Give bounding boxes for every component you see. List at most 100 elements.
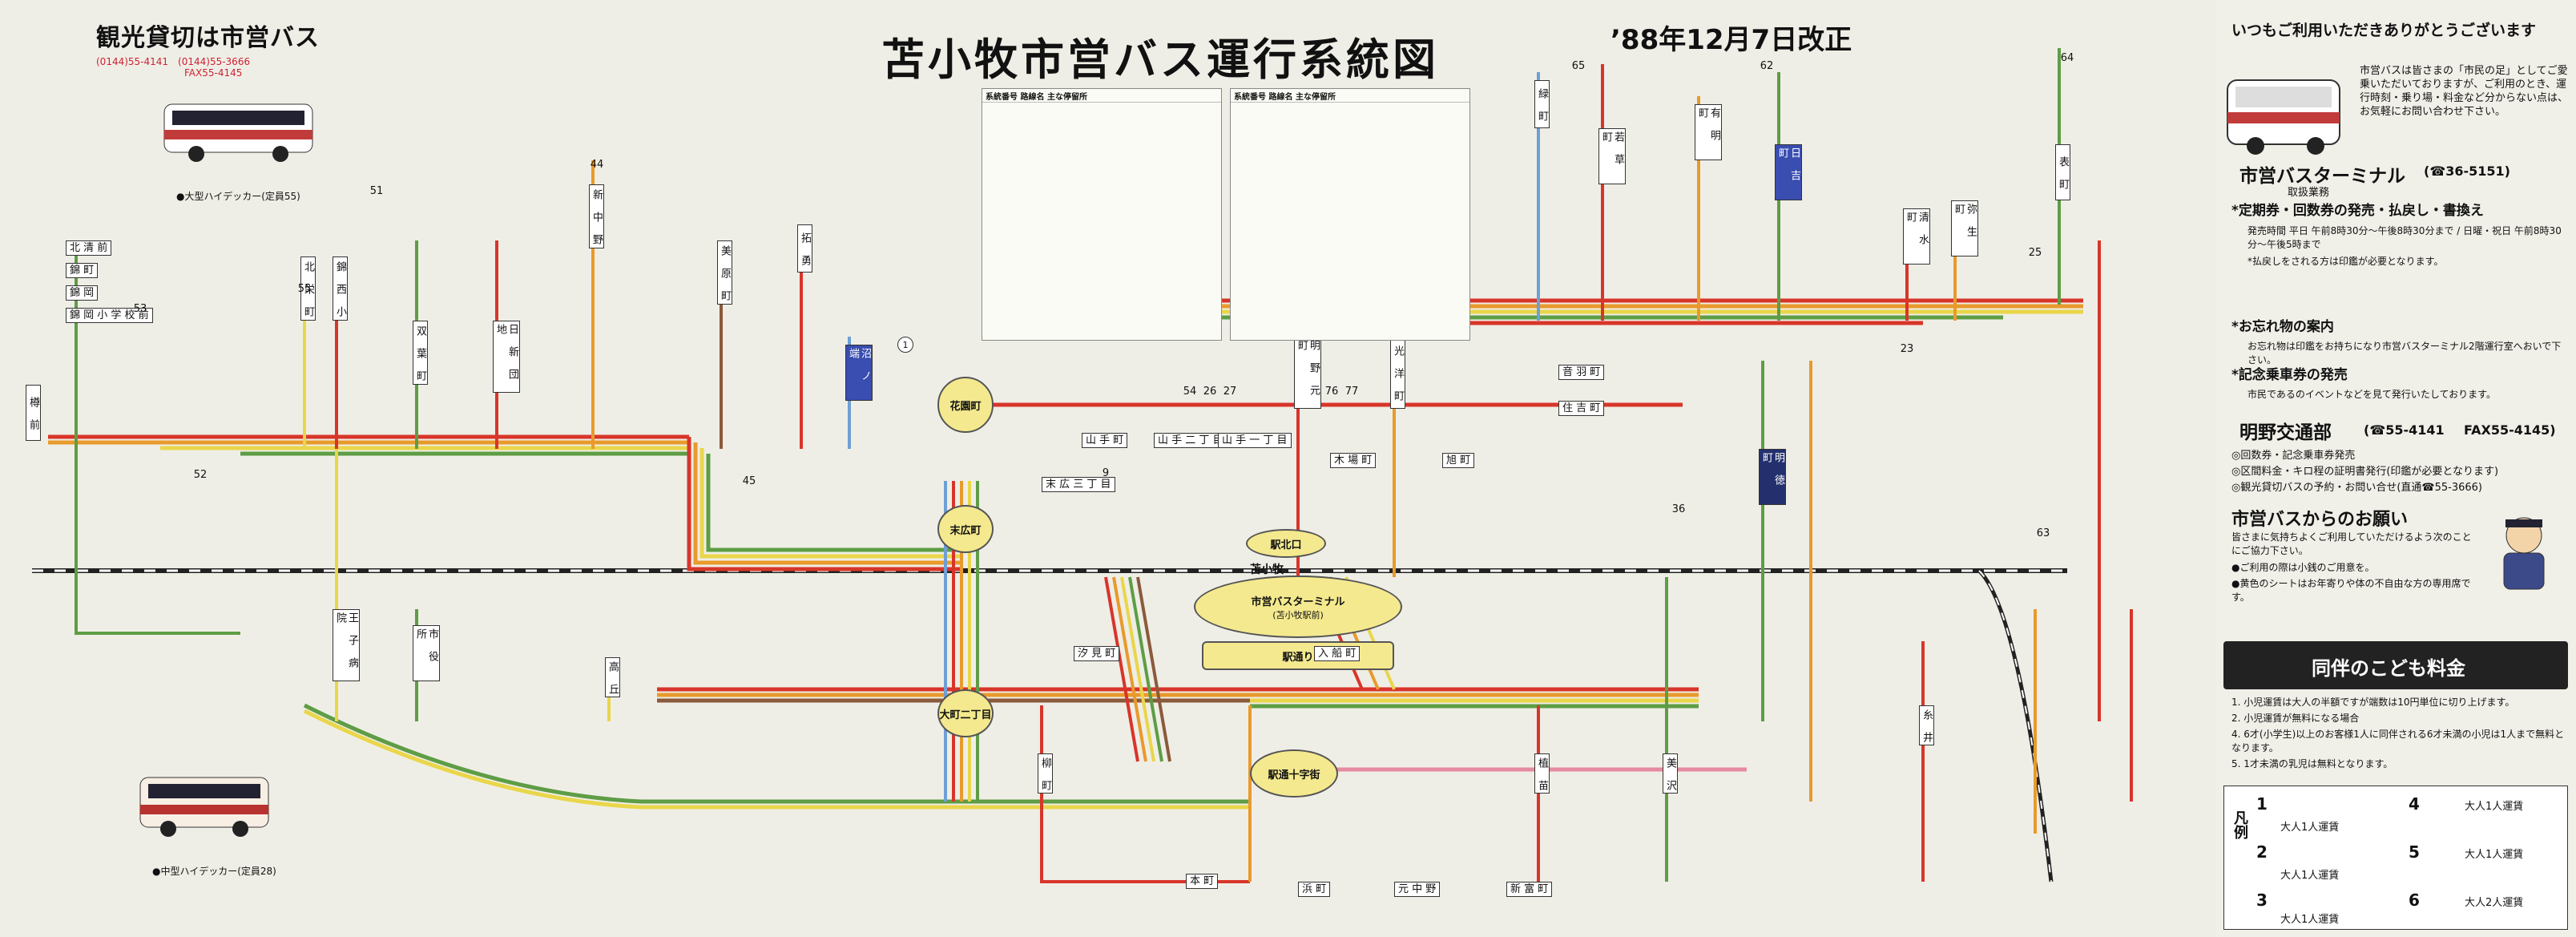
stop-a1[interactable]: 北 清 前: [66, 240, 112, 256]
stop-a23[interactable]: 王 子 病 院: [333, 609, 360, 681]
legend-num: 5: [2409, 842, 2420, 862]
route-number: 63: [2036, 527, 2050, 539]
stop-a41[interactable]: 本 町: [1186, 874, 1219, 889]
corridor-lower: [303, 687, 1747, 810]
route-number: 1: [897, 337, 913, 353]
legend-num: 1: [2256, 794, 2268, 814]
request-text: 皆さまに気持ちよくご利用していただけるよう次のことにご協力下さい。: [2231, 531, 2472, 556]
stop-a10[interactable]: 新 中 野: [589, 184, 604, 248]
stop-a36[interactable]: 旭 町: [1442, 453, 1475, 468]
terminal-heading: 市営バスターミナル: [2239, 166, 2405, 187]
service-item-2: *お忘れ物の案内: [2231, 319, 2334, 335]
route-number: 9: [1102, 466, 1110, 479]
stop-a11[interactable]: 美 原 町: [717, 240, 732, 305]
legend-num: 4: [2409, 794, 2420, 814]
legend-label: 凡例: [2231, 810, 2248, 839]
legend-text: 大人1人運賃: [2465, 801, 2524, 813]
service-item-3-detail: 市民であるのイベントなどを見て発行いたしております。: [2247, 389, 2496, 400]
stop-a20[interactable]: 清 水 町: [1903, 208, 1930, 265]
stop-a14[interactable]: 明 野 元 町: [1294, 337, 1321, 409]
hub-ekidori: 駅通り: [1202, 641, 1394, 670]
greeting: いつもご利用いただきありがとうございます: [2231, 22, 2537, 39]
stop-a2[interactable]: 錦 町: [66, 263, 99, 278]
route-number: 25: [2028, 246, 2042, 259]
stop-a42[interactable]: 浜 町: [1298, 882, 1331, 897]
route-number: 44: [590, 158, 604, 171]
stop-a3[interactable]: 錦 岡: [66, 285, 99, 301]
stop-a22[interactable]: 表 町: [2055, 144, 2070, 200]
stop-a19[interactable]: 日 吉 町: [1775, 144, 1802, 200]
route-number: 51: [369, 184, 384, 197]
child-fare-heading: 同伴のこども料金: [2312, 657, 2465, 680]
route-table-header: 系統番号 路線名 主な停留所: [982, 89, 1221, 103]
akeno-item: ◎観光貸切バスの予約・お問い合せ(直通☎55-3666): [2231, 482, 2482, 494]
stop-a18[interactable]: 有 明 町: [1695, 104, 1722, 160]
stop-a12[interactable]: 拓 勇: [797, 224, 812, 273]
hub-terminal-label: 市営バスターミナル: [1251, 596, 1345, 608]
stop-a30[interactable]: 明 徳 町: [1759, 449, 1786, 505]
stop-a31[interactable]: 山 手 町: [1082, 433, 1128, 448]
ad-title: 観光貸切は市営バス: [96, 24, 320, 52]
request-item: ●ご利用の際は小銭のご用意を。: [2231, 562, 2375, 573]
stop-a35[interactable]: 木 場 町: [1330, 453, 1377, 468]
route-number: 55: [297, 282, 312, 295]
stop-a33[interactable]: 山 手 一 丁 目: [1218, 433, 1292, 448]
ad-fax: FAX55-4145: [184, 67, 243, 79]
stop-a34[interactable]: 末 広 三 丁 目: [1042, 477, 1115, 492]
mid-bus-image: [136, 769, 296, 842]
railway-line: [32, 568, 2067, 882]
ad-phone-2: (0144)55-3666: [178, 56, 251, 67]
legend-num: 3: [2256, 891, 2268, 910]
stop-a6[interactable]: 北 栄 町: [300, 256, 316, 321]
legend-text: 大人2人運賃: [2465, 897, 2524, 909]
stop-a25[interactable]: 高 丘: [605, 657, 620, 697]
stop-a44[interactable]: 新 富 町: [1506, 882, 1553, 897]
stop-a9[interactable]: 日 新 団 地: [493, 321, 520, 393]
route-map: 苫小牧市営バス運行系統図 ’88年12月7日改正 駅北口 市営バスターミナル (…: [26, 24, 2133, 897]
stop-a28[interactable]: 美 沢: [1663, 753, 1678, 794]
route-number: 65: [1571, 59, 1586, 72]
stop-a43[interactable]: 元 中 野: [1394, 882, 1441, 897]
mid-bus-caption: ●中型ハイデッカー(定員28): [152, 866, 276, 877]
stop-a5[interactable]: 樽 前: [26, 385, 41, 441]
service-item-1: *定期券・回数券の発売・払戻し・書換え: [2231, 203, 2484, 219]
route-number: 53: [133, 302, 147, 315]
stop-a16[interactable]: 緑 町: [1534, 80, 1550, 128]
fare-legend: 凡例 1 大人1人運賃 2 大人1人運賃 3 大人1人運賃 4 大人1人運賃 5…: [2223, 786, 2568, 930]
intro-text: 市営バスは皆さまの「市民の足」としてご愛乗いただいておりますが、ご利用のとき、運…: [2360, 65, 2569, 118]
service-item-3: *記念乗車券の発売: [2231, 367, 2348, 383]
route-table-header: 系統番号 路線名 主な停留所: [1231, 89, 1469, 103]
stop-a37[interactable]: 住 吉 町: [1558, 401, 1605, 416]
stop-a27[interactable]: 植 苗: [1534, 753, 1550, 794]
stop-a21[interactable]: 弥 生 町: [1951, 200, 1978, 256]
stop-a8[interactable]: 双 葉 町: [413, 321, 428, 385]
staff-illustration: [2488, 513, 2560, 593]
stop-a32[interactable]: 山 手 二 丁 目: [1154, 433, 1228, 448]
stop-a40[interactable]: 汐 見 町: [1074, 646, 1120, 661]
legend-text: 大人1人運賃: [2465, 849, 2524, 861]
stop-a39[interactable]: 入 船 町: [1314, 646, 1361, 661]
akeno-item: ◎区間料金・キロ程の証明書発行(印鑑が必要となります): [2231, 466, 2499, 478]
ad-phone-1: (0144)55-4141: [96, 56, 169, 67]
corridor-west-trunk: [687, 437, 961, 571]
stop-a7[interactable]: 錦 西 小: [333, 256, 348, 321]
stop-a17[interactable]: 若 草 町: [1598, 128, 1626, 184]
route-number: 52: [193, 468, 208, 481]
akeno-fax: FAX55-4145): [2464, 422, 2556, 438]
stop-a4[interactable]: 錦 岡 小 学 校 前: [66, 308, 153, 323]
stop-a24[interactable]: 市 役 所: [413, 625, 440, 681]
hub-suehiro: 末広町: [937, 505, 994, 553]
child-fare-rule: 5. 1才未満の乳児は無料となります。: [2231, 758, 2393, 769]
rail-station-label: 苫小牧: [1250, 563, 1284, 576]
stop-a26[interactable]: 柳 町: [1038, 753, 1053, 794]
stop-a13[interactable]: 沼 ノ 端: [845, 345, 873, 401]
route-number: 45: [742, 475, 756, 487]
stop-a38[interactable]: 音 羽 町: [1558, 365, 1605, 380]
stop-a29[interactable]: 糸 井: [1919, 705, 1934, 745]
akeno-item: ◎回数券・記念乗車券発売: [2231, 450, 2356, 462]
stop-a15[interactable]: 光 洋 町: [1390, 337, 1405, 409]
request-item: ●黄色のシートはお年寄りや体の不自由な方の専用席です。: [2231, 578, 2471, 603]
service-item-1-note: *払戻しをされる方は印鑑が必要となります。: [2247, 256, 2444, 267]
route-number: 26: [1203, 385, 1217, 398]
service-item-1-detail: 発売時間 平日 午前8時30分〜午後8時30分まで / 日曜・祝日 午前8時30…: [2247, 225, 2562, 250]
